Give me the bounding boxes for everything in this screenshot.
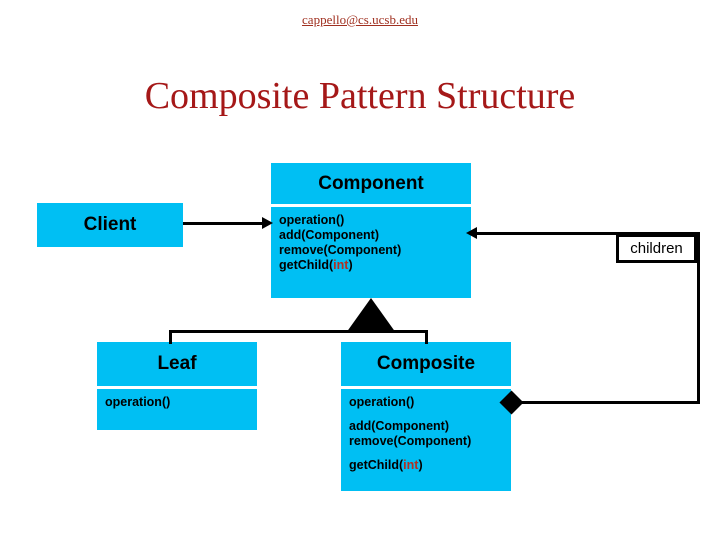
class-name-leaf: Leaf bbox=[157, 353, 197, 374]
method-getchild: getChild(int) bbox=[279, 258, 463, 273]
method-composite-getchild-prefix: getChild( bbox=[349, 458, 404, 472]
class-name-client: Client bbox=[83, 214, 137, 235]
arrowhead-aggregation-to-component bbox=[466, 227, 477, 239]
connector-client-to-component bbox=[183, 222, 265, 225]
method-composite-remove: remove(Component) bbox=[349, 434, 472, 448]
method-leaf-operation: operation() bbox=[105, 395, 171, 409]
generalization-stub-leaf bbox=[169, 330, 172, 344]
generalization-triangle bbox=[346, 298, 396, 333]
method-add: add(Component) bbox=[279, 228, 379, 242]
generalization-stub-composite bbox=[425, 330, 428, 344]
class-name-composite: Composite bbox=[376, 353, 476, 374]
class-box-leaf-header: Leaf bbox=[97, 342, 257, 386]
class-box-composite-methods: operation() add(Component) remove(Compon… bbox=[341, 389, 511, 491]
class-name-component: Component bbox=[318, 172, 424, 194]
arrowhead-client-to-component bbox=[262, 217, 273, 229]
type-keyword-int-composite: int bbox=[403, 458, 419, 472]
aggregation-segment-top bbox=[473, 232, 700, 235]
class-box-leaf-methods: operation() bbox=[97, 389, 257, 430]
class-box-component-methods: operation() add(Component) remove(Compon… bbox=[271, 207, 471, 298]
method-composite-getchild-suffix: ) bbox=[418, 458, 423, 472]
method-composite-add: add(Component) bbox=[349, 419, 449, 433]
class-box-client: Client bbox=[37, 203, 183, 247]
class-box-component-header: Component bbox=[271, 163, 471, 204]
aggregation-segment-bottom bbox=[519, 401, 700, 404]
method-getchild-suffix: ) bbox=[348, 258, 353, 272]
page-title: Composite Pattern Structure bbox=[144, 75, 576, 117]
method-composite-getchild: getChild(int) bbox=[349, 458, 503, 473]
type-keyword-int: int bbox=[333, 258, 349, 272]
method-operation: operation() bbox=[279, 213, 345, 227]
generalization-crossbar bbox=[169, 330, 428, 333]
author-email[interactable]: cappello@cs.ucsb.edu bbox=[302, 12, 418, 27]
method-composite-operation: operation() bbox=[349, 395, 415, 409]
method-remove: remove(Component) bbox=[279, 243, 402, 257]
association-label-text: children bbox=[630, 240, 683, 257]
aggregation-segment-right bbox=[697, 232, 700, 404]
class-box-composite-header: Composite bbox=[341, 342, 511, 386]
method-getchild-prefix: getChild( bbox=[279, 258, 334, 272]
association-label-children: children bbox=[616, 234, 697, 263]
